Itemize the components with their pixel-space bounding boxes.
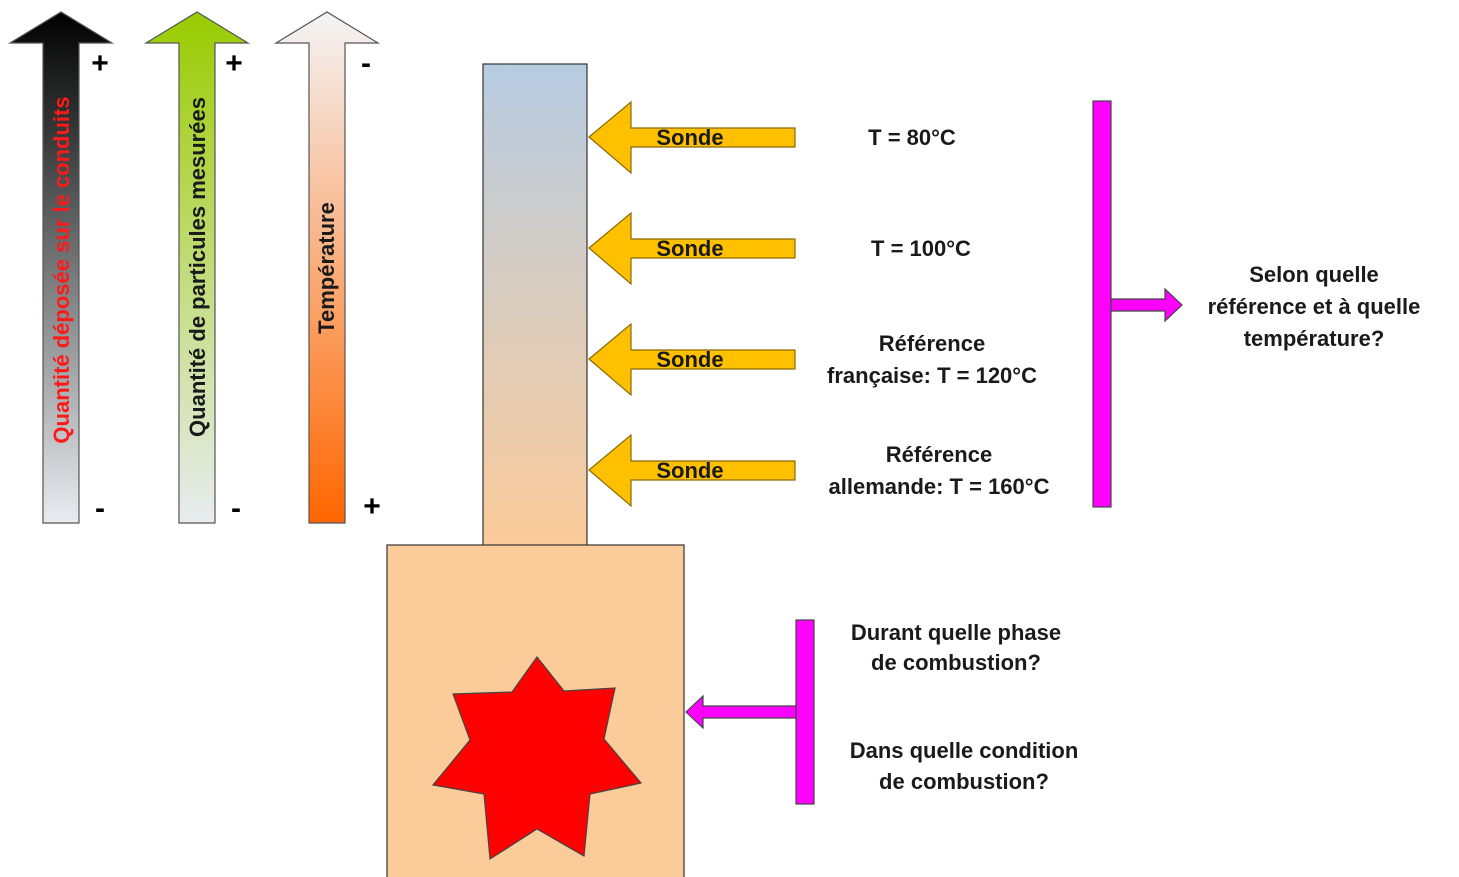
- probe-2: Sonde: [588, 211, 796, 286]
- scale-temperature-label: Température: [314, 202, 339, 334]
- question-condition-line-2: de combustion?: [879, 769, 1049, 794]
- probe-label: Sonde: [656, 347, 723, 372]
- scale-deposit-arrow: [7, 11, 115, 524]
- temp-label-3-line-1: Référence: [879, 331, 985, 356]
- scale-temperature-bottom-sign: +: [363, 490, 381, 523]
- scale-deposit-label: Quantité déposée sur le conduits: [49, 96, 74, 443]
- combustion-bracket-arrow: [685, 694, 797, 730]
- probe-arrow: [588, 322, 796, 397]
- probe-arrow: [588, 433, 796, 508]
- chimney-flue: [482, 63, 588, 547]
- temp-label-2: T = 100°C: [871, 236, 971, 261]
- question-reference-line-3: température?: [1244, 326, 1385, 351]
- scale-deposit-top-sign: +: [91, 47, 109, 80]
- reference-bracket: [1092, 100, 1183, 508]
- scale-temperature-arrow: [273, 11, 381, 524]
- scale-deposit-bottom-sign: -: [95, 492, 105, 525]
- temp-label-1: T = 80°C: [868, 125, 956, 150]
- probe-label: Sonde: [656, 125, 723, 150]
- probe-1: Sonde: [588, 100, 796, 175]
- probe-arrow: [588, 100, 796, 175]
- reference-bracket-arrow: [1110, 287, 1183, 323]
- temp-label-4-line-2: allemande: T = 160°C: [829, 474, 1050, 499]
- probe-label: Sonde: [656, 236, 723, 261]
- probe-3: Sonde: [588, 322, 796, 397]
- scale-particles-label: Quantité de particules mesurées: [185, 97, 210, 437]
- scale-temperature: Température - +: [273, 11, 381, 524]
- question-reference-line-1: Selon quelle: [1249, 262, 1379, 287]
- probe-arrow: [588, 211, 796, 286]
- reference-bracket-bar: [1092, 100, 1112, 508]
- scale-particles: Quantité de particules mesurées + -: [143, 11, 251, 525]
- temp-label-4-line-1: Référence: [886, 442, 992, 467]
- scale-deposit: Quantité déposée sur le conduits + -: [7, 11, 115, 525]
- scale-particles-bottom-sign: -: [231, 492, 241, 525]
- scale-particles-arrow: [143, 11, 251, 524]
- question-phase-line-1: Durant quelle phase: [851, 620, 1061, 645]
- scale-temperature-top-sign: -: [361, 47, 371, 80]
- flame-star: [431, 656, 643, 861]
- probe-4: Sonde: [588, 433, 796, 508]
- combustion-bracket: [685, 619, 815, 805]
- combustion-bracket-bar: [795, 619, 815, 805]
- temp-label-3-line-2: française: T = 120°C: [827, 363, 1037, 388]
- question-phase-line-2: de combustion?: [871, 650, 1041, 675]
- question-reference-line-2: référence et à quelle: [1208, 294, 1421, 319]
- scale-particles-top-sign: +: [225, 47, 243, 80]
- probe-label: Sonde: [656, 458, 723, 483]
- question-condition-line-1: Dans quelle condition: [850, 738, 1079, 763]
